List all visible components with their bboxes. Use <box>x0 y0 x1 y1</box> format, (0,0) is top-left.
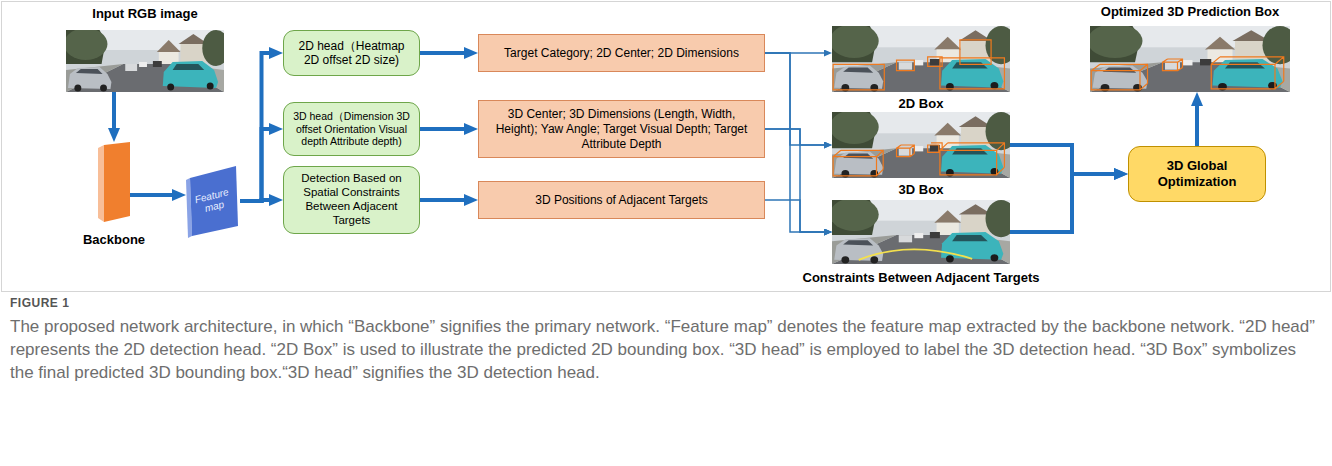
box3d-image <box>830 110 1017 178</box>
caption-area: FIGURE 1 The proposed network architectur… <box>10 296 1322 384</box>
illustration-part <box>833 143 1004 176</box>
node-text: 3D head（Dimension 3D offset Orientation … <box>290 110 413 148</box>
node-text: 3D Positions of Adjacent Targets <box>535 193 708 208</box>
optimization-box: 3D Global Optimization <box>1128 146 1266 202</box>
flow-arrow <box>112 92 116 128</box>
thin-arrow <box>765 53 824 145</box>
head-box: 3D head（Dimension 3D offset Orientation … <box>283 102 420 156</box>
image-label: 3D Box <box>899 182 944 198</box>
illustration-part <box>1091 57 1284 90</box>
figure-caption: The proposed network architecture, in wh… <box>10 315 1322 384</box>
backbone-slab <box>98 142 130 222</box>
image-label: Optimized 3D Prediction Box <box>1101 4 1279 20</box>
flow-arrow <box>240 200 269 201</box>
thin-arrow <box>765 53 824 232</box>
input-image <box>64 28 230 92</box>
figure-frame <box>2 2 1331 292</box>
image-label: Constraints Between Adjacent Targets <box>803 270 1040 286</box>
box2d-image <box>830 24 1017 92</box>
node-text: Target Category; 2D Center; 2D Dimension… <box>504 46 739 61</box>
node-text: 2D head（Heatmap 2D offset 2D size) <box>290 39 413 68</box>
image-node: 2D Box <box>822 26 1020 112</box>
output-box: Target Category; 2D Center; 2D Dimension… <box>478 34 765 72</box>
flow-arrow <box>420 51 464 55</box>
illustration-part <box>830 110 1017 178</box>
node-text: Feature map <box>184 184 242 218</box>
output-box: 3D Center; 3D Dimensions (Length, Width,… <box>478 100 765 158</box>
flow-arrow <box>240 53 269 201</box>
illustration-part <box>833 64 884 90</box>
illustration-part <box>897 60 915 71</box>
illustration-part <box>104 142 130 222</box>
output-box: 3D Positions of Adjacent Targets <box>478 181 765 219</box>
node-text: 3D Center; 3D Dimensions (Length, Width,… <box>487 107 756 152</box>
illustration-part <box>64 28 230 92</box>
illustration-part <box>859 249 972 260</box>
illustration-part <box>830 198 1017 264</box>
flow-arrow <box>240 129 269 201</box>
illustration-part <box>833 40 1004 90</box>
illustration-part <box>960 40 991 64</box>
flow-arrow <box>420 127 464 131</box>
image-node: Constraints Between Adjacent Targets <box>822 200 1020 286</box>
flow-arrow <box>130 193 172 197</box>
illustration-part <box>1088 24 1298 92</box>
node-text: Detection Based on Spatial Constraints B… <box>290 172 413 227</box>
flow-arrow <box>420 198 464 202</box>
image-label: 2D Box <box>899 96 944 112</box>
thin-arrow <box>765 129 824 232</box>
node-text: 3D Global Optimization <box>1137 158 1257 191</box>
backbone-node: Backbone <box>74 142 154 248</box>
flow-arrow <box>1195 106 1199 146</box>
thin-arrow <box>765 129 824 145</box>
image-node: Input RGB image <box>56 6 234 92</box>
image-label: Backbone <box>83 232 145 248</box>
illustration-part <box>830 24 1017 92</box>
image-node: Optimized 3D Prediction Box <box>1080 4 1300 92</box>
illustration-part <box>928 57 942 67</box>
illustration-part <box>98 145 104 222</box>
illustration-part <box>940 58 1005 89</box>
figure-number: FIGURE 1 <box>10 296 1322 310</box>
image-node: 3D Box <box>822 112 1020 198</box>
flow-arrow <box>1010 145 1114 174</box>
constraint-image <box>830 198 1017 264</box>
head-box: 2D head（Heatmap 2D offset 2D size) <box>283 30 420 76</box>
thin-arrow <box>765 200 824 232</box>
flow-arrow <box>1010 174 1114 232</box>
feature-map-node: Feature map <box>186 166 240 236</box>
head-box: Detection Based on Spatial Constraints B… <box>283 166 420 234</box>
image-label: Input RGB image <box>92 6 197 22</box>
optimized-image <box>1088 24 1298 92</box>
